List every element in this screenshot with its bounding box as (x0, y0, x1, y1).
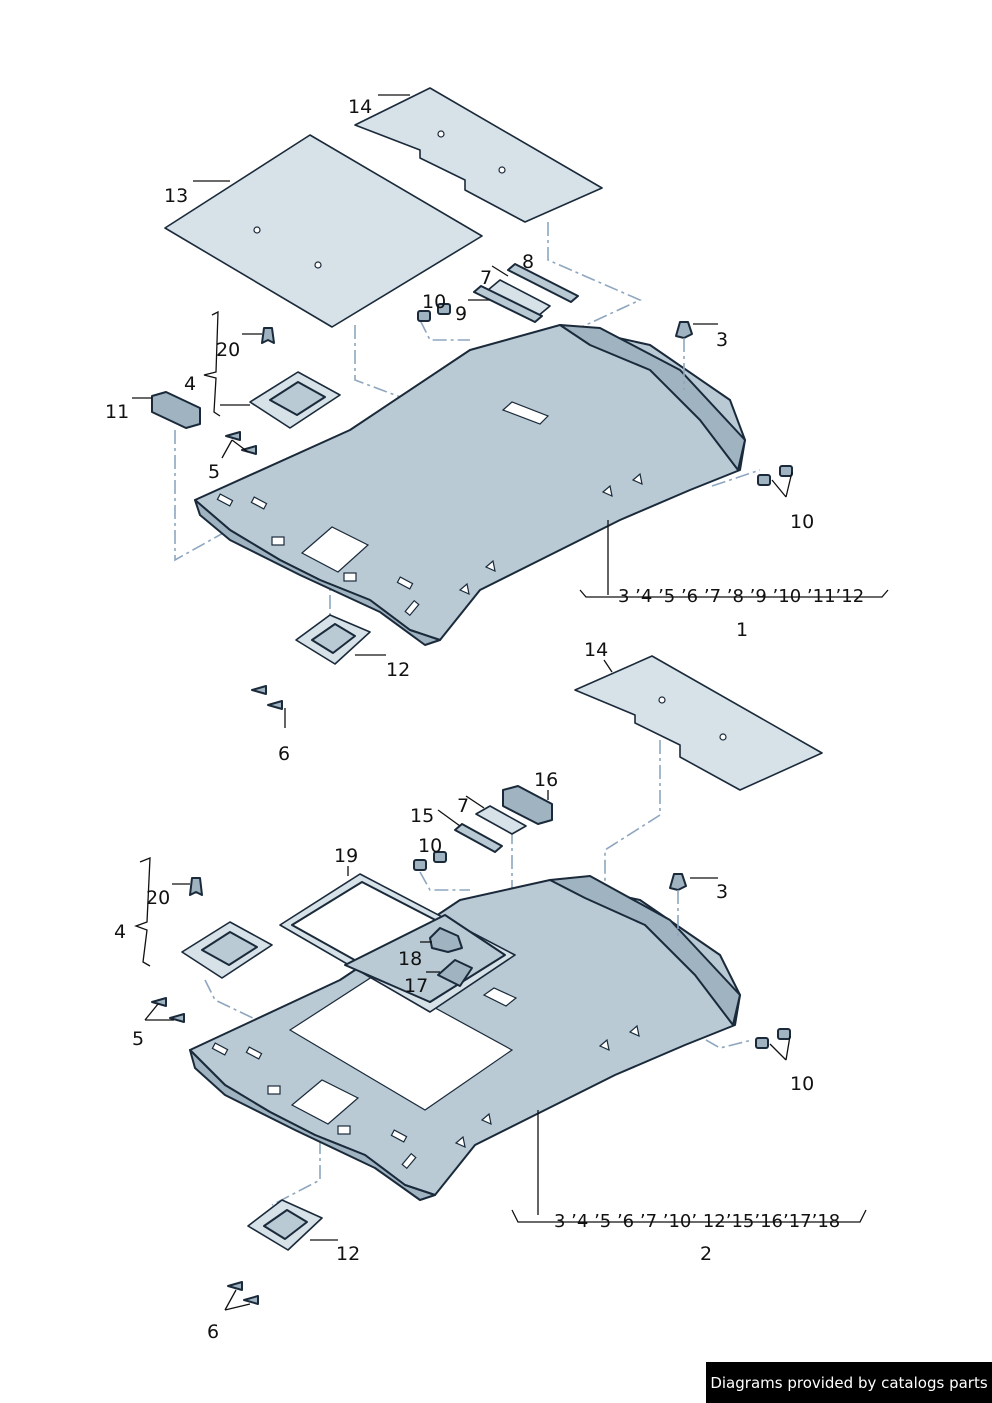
callout-17: 17 (404, 975, 428, 997)
headliner-1-front-section (194, 499, 441, 646)
component-sequence: 3 ’4 ’5 ’6 ’7 ’10’ 12’15’16’17’18 (554, 1211, 840, 1232)
part-10-clip (757, 474, 771, 486)
part-14-panel (574, 655, 823, 791)
part-5-screw (169, 1013, 185, 1023)
callout-12: 12 (336, 1243, 360, 1265)
part-20-clip (189, 877, 203, 896)
headliner-2-front-section (189, 1049, 436, 1201)
part-5-screw (241, 445, 257, 455)
callout-20: 20 (216, 339, 240, 361)
part-10-clip (755, 1037, 769, 1049)
callout-6: 6 (207, 1321, 219, 1343)
lower-assembly (134, 655, 867, 1311)
callout-18: 18 (398, 948, 422, 970)
callout-14: 14 (584, 639, 608, 661)
part-8-strip (507, 263, 579, 303)
part-7-gasket (475, 805, 527, 835)
callout-9: 9 (455, 303, 467, 325)
part-10-clip (779, 465, 793, 477)
component-sequence: 3 ’4 ’5 ’6 ’7 ’8 ’9 ’10 ’11’12 (618, 586, 864, 607)
callout-8: 8 (522, 251, 534, 273)
callout-5: 5 (132, 1028, 144, 1050)
callout-3: 3 (716, 881, 728, 903)
part-6-screw (267, 700, 283, 710)
part-5-screw (151, 997, 167, 1007)
part-10-clip (413, 859, 427, 871)
part-16-block (502, 785, 553, 825)
callout-7: 7 (457, 795, 469, 817)
callout-10: 10 (418, 835, 442, 857)
callout-6: 6 (278, 743, 290, 765)
part-6-screw (243, 1295, 259, 1305)
callout-5: 5 (208, 461, 220, 483)
callout-3: 3 (716, 329, 728, 351)
assembly-number: 2 (700, 1243, 712, 1265)
callout-16: 16 (534, 769, 558, 791)
assembly-number: 1 (736, 619, 748, 641)
part-14-panel (354, 87, 603, 223)
callout-12: 12 (386, 659, 410, 681)
callout-7: 7 (480, 267, 492, 289)
callout-20: 20 (146, 887, 170, 909)
callout-4: 4 (114, 921, 126, 943)
part-18-bracket (429, 927, 463, 953)
part-11-block (151, 391, 201, 429)
part-17-module (437, 959, 473, 987)
part-3-clip (669, 873, 687, 891)
part-10-clip (437, 303, 451, 315)
part-15-strip (454, 823, 503, 853)
callout-11: 11 (105, 401, 129, 423)
part-10-clip (777, 1028, 791, 1040)
lower-labels: 14 16 7 15 10 19 3 20 4 18 17 5 10 12 6 … (114, 639, 840, 1343)
callout-15: 15 (410, 805, 434, 827)
callout-14: 14 (348, 96, 372, 118)
part-5-screw (225, 431, 241, 441)
part-9-strip (473, 285, 543, 323)
part-20-clip (261, 327, 275, 344)
part-6-screw (227, 1281, 243, 1291)
headliner-2-rear-edge (549, 875, 741, 1026)
part-6-screw (251, 685, 267, 695)
callout-13: 13 (164, 185, 188, 207)
part-10-clip (417, 310, 431, 322)
callout-10: 10 (790, 511, 814, 533)
credit-banner: Diagrams provided by catalogs parts (706, 1362, 992, 1403)
callout-10: 10 (422, 291, 446, 313)
part-10-clip (433, 851, 447, 863)
upper-labels: 14 13 8 7 10 9 3 20 4 11 5 10 12 6 3 ’4 … (105, 96, 864, 765)
upper-assembly (132, 87, 889, 728)
callout-4: 4 (184, 373, 196, 395)
part-3-clip (675, 321, 693, 339)
headliner-1-rear-edge (559, 324, 746, 471)
part-13-mat (164, 134, 483, 328)
callout-10: 10 (790, 1073, 814, 1095)
callout-19: 19 (334, 845, 358, 867)
